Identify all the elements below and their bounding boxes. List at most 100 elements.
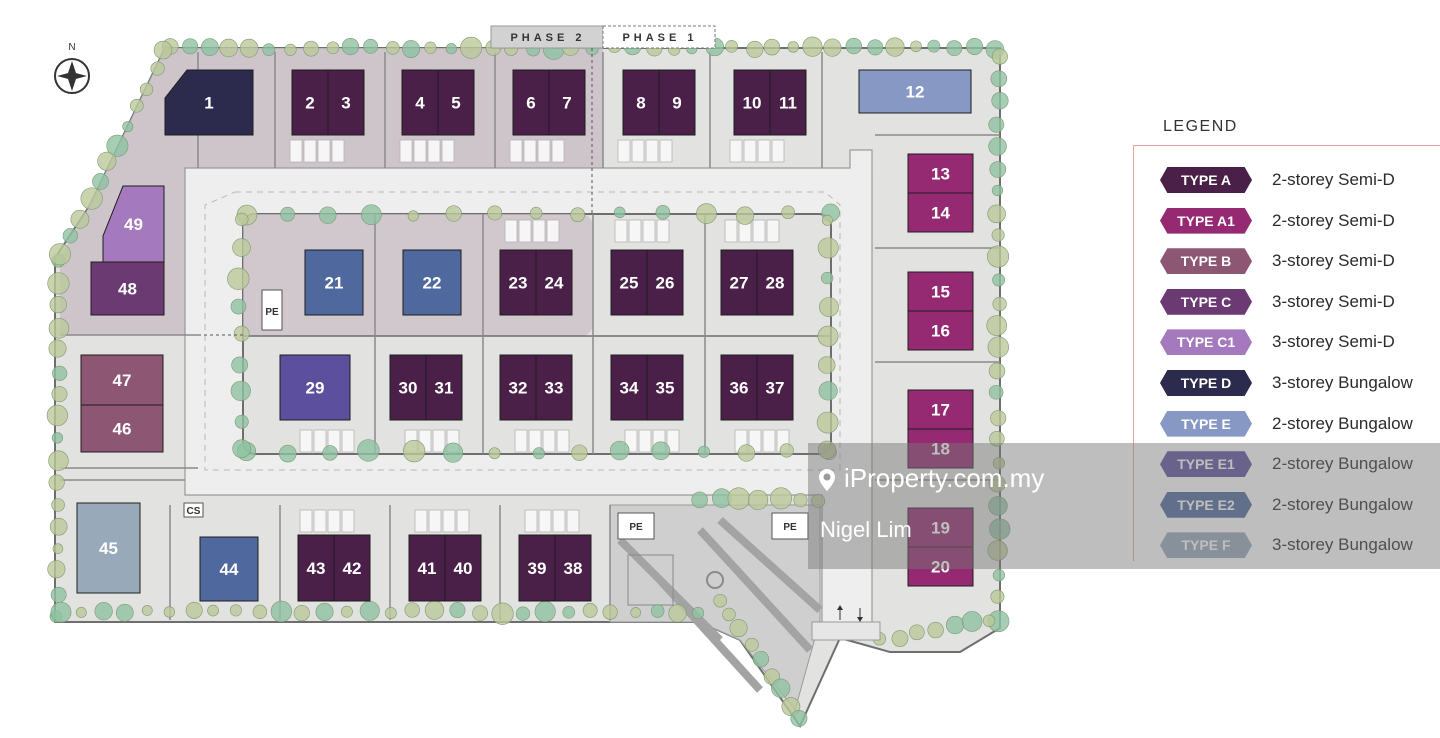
tree-icon <box>570 207 586 223</box>
parking-bay <box>546 219 560 243</box>
lot-label: 4 <box>415 94 425 113</box>
lot-1 <box>164 69 254 136</box>
lot-label: 19 <box>931 519 950 538</box>
parking-bay <box>552 509 566 533</box>
lot-label: 49 <box>124 215 143 234</box>
lot-20 <box>907 546 974 587</box>
tree-icon <box>235 212 249 227</box>
tree-icon <box>49 517 68 536</box>
lot-label: 30 <box>399 379 418 398</box>
tree-icon <box>986 315 1007 336</box>
tree-icon <box>748 489 769 510</box>
legend-title: LEGEND <box>1163 118 1238 135</box>
parking-bay <box>509 139 523 163</box>
tree-icon <box>340 605 353 618</box>
tree-icon <box>326 41 340 55</box>
parking-bay <box>317 139 331 163</box>
lot-label: 37 <box>766 379 785 398</box>
parking-bay <box>743 139 757 163</box>
tree-icon <box>50 586 67 603</box>
tree-icon <box>802 36 823 57</box>
tree-icon <box>821 271 834 285</box>
tree-icon <box>713 593 727 608</box>
tree-icon <box>655 205 671 220</box>
tree-icon <box>988 496 1008 516</box>
lot-label: 43 <box>307 559 326 578</box>
tree-icon <box>988 137 1007 156</box>
tree-icon <box>284 43 297 56</box>
legend-tag: TYPE E1 <box>1160 451 1252 478</box>
tree-icon <box>989 161 1007 178</box>
tree-icon <box>363 38 379 54</box>
legend-tag: TYPE B <box>1160 248 1252 275</box>
tree-icon <box>49 295 67 314</box>
parking-bay <box>299 509 313 533</box>
lot-41 <box>408 534 446 602</box>
tree-icon <box>779 443 794 458</box>
parking-bay <box>551 139 565 163</box>
tree-icon <box>51 432 64 444</box>
park-path <box>717 517 823 613</box>
lot-label: 3 <box>341 94 350 113</box>
tree-icon <box>987 336 1009 358</box>
tree-icon <box>122 121 134 133</box>
lot-label: 31 <box>435 379 454 398</box>
parking-bay <box>642 219 656 243</box>
parking-bay <box>638 429 652 453</box>
tree-icon <box>182 38 199 55</box>
tree-icon <box>945 615 965 635</box>
tree-icon <box>80 187 103 210</box>
parking-bay <box>427 139 441 163</box>
parking-bay <box>518 219 532 243</box>
legend-tag: TYPE E2 <box>1160 491 1252 518</box>
tree-icon <box>129 98 144 113</box>
lot-18 <box>907 428 974 469</box>
tree-icon <box>515 606 531 621</box>
tree-icon <box>322 445 338 461</box>
tree-icon <box>293 605 310 622</box>
lot-2 <box>291 69 329 136</box>
parking-bay <box>614 219 628 243</box>
compass-icon <box>54 58 90 94</box>
tree-icon <box>449 602 466 619</box>
parking-bay <box>628 219 642 243</box>
lot-26 <box>646 249 684 316</box>
lot-label: 20 <box>931 558 950 577</box>
lot-label: 45 <box>99 539 118 558</box>
legend-tag: TYPE C <box>1160 288 1252 315</box>
tree-icon <box>48 318 70 339</box>
cs-box <box>183 502 204 518</box>
lot-16 <box>907 310 974 351</box>
lot-30 <box>389 354 427 421</box>
parking-bay <box>631 139 645 163</box>
parking-bay <box>762 429 776 453</box>
legend-tag: TYPE A <box>1160 167 1252 193</box>
tree-icon <box>460 36 483 59</box>
tree-icon <box>992 457 1005 470</box>
lot-49 <box>102 185 165 263</box>
tree-icon <box>927 39 941 53</box>
tree-icon <box>234 414 249 429</box>
pe-label: PE <box>265 307 279 318</box>
lot-label: 6 <box>526 94 535 113</box>
tree-icon <box>818 381 838 401</box>
phase1-label: PHASE 1 <box>622 32 697 44</box>
tree-icon <box>359 600 380 621</box>
parking-bay <box>514 429 528 453</box>
tree-icon <box>744 637 759 652</box>
lot-3 <box>327 69 365 136</box>
parking-bay <box>566 509 580 533</box>
tree-icon <box>424 600 445 620</box>
exit-arrow-icon <box>857 617 863 622</box>
lot-32 <box>499 354 537 421</box>
tree-icon <box>602 604 618 620</box>
tree-icon <box>51 498 65 512</box>
lot-label: 38 <box>564 559 583 578</box>
lot-46 <box>80 404 164 453</box>
lot-label: 7 <box>562 94 571 113</box>
lot-12 <box>858 69 972 114</box>
tree-icon <box>988 475 1006 493</box>
